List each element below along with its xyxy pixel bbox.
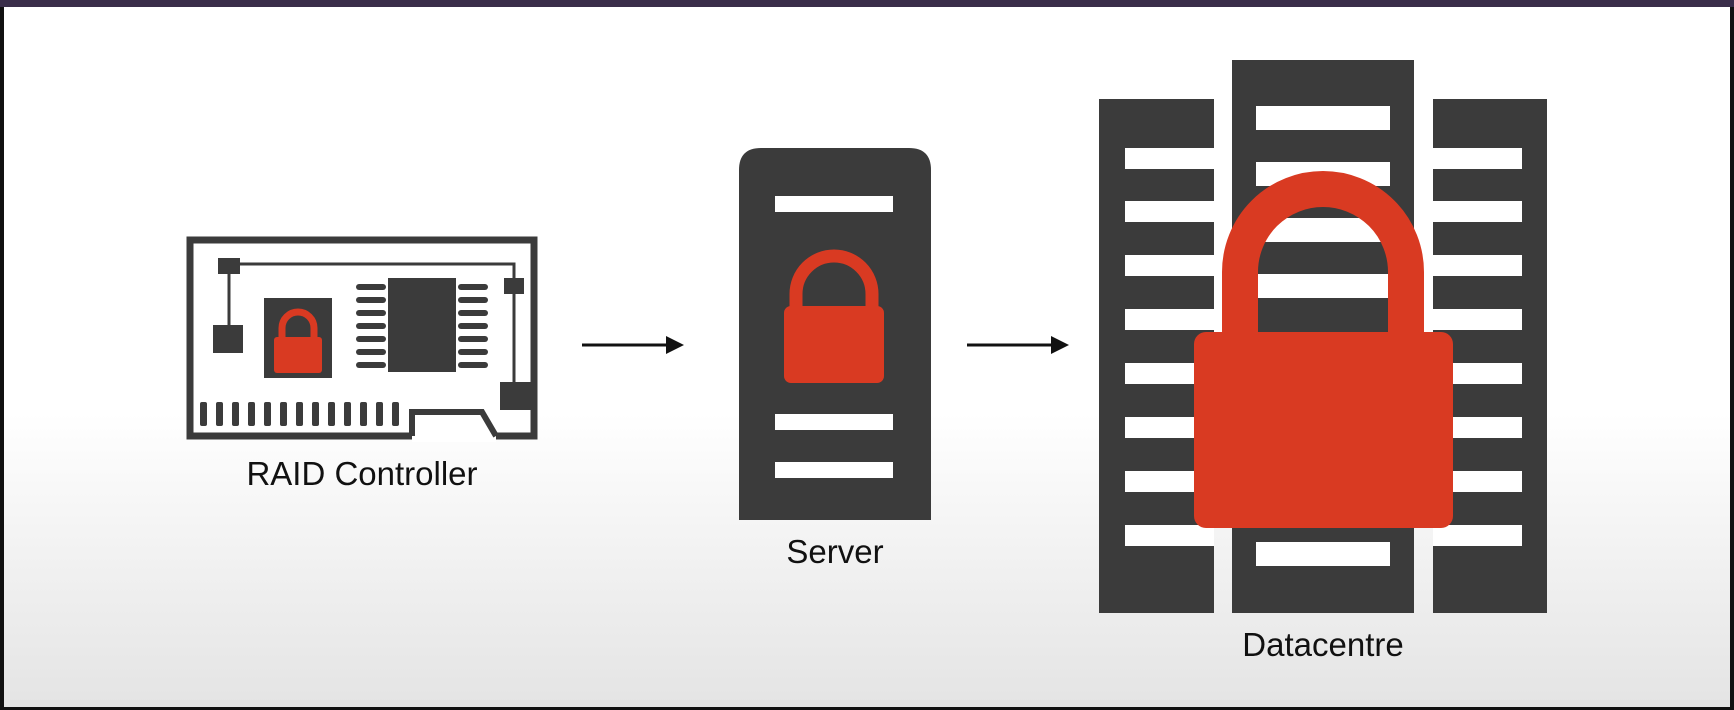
datacentre-lock-icon	[1099, 60, 1547, 613]
arrow-server-to-datacentre	[967, 336, 1069, 354]
server-lock-icon	[739, 148, 931, 520]
top-border	[0, 0, 1734, 7]
raid-card-lock-icon	[186, 236, 538, 442]
raid-controller-label: RAID Controller	[246, 455, 478, 492]
arrow-raid-to-server	[582, 336, 684, 354]
datacentre-label: Datacentre	[1242, 626, 1404, 663]
server-label: Server	[786, 533, 884, 570]
